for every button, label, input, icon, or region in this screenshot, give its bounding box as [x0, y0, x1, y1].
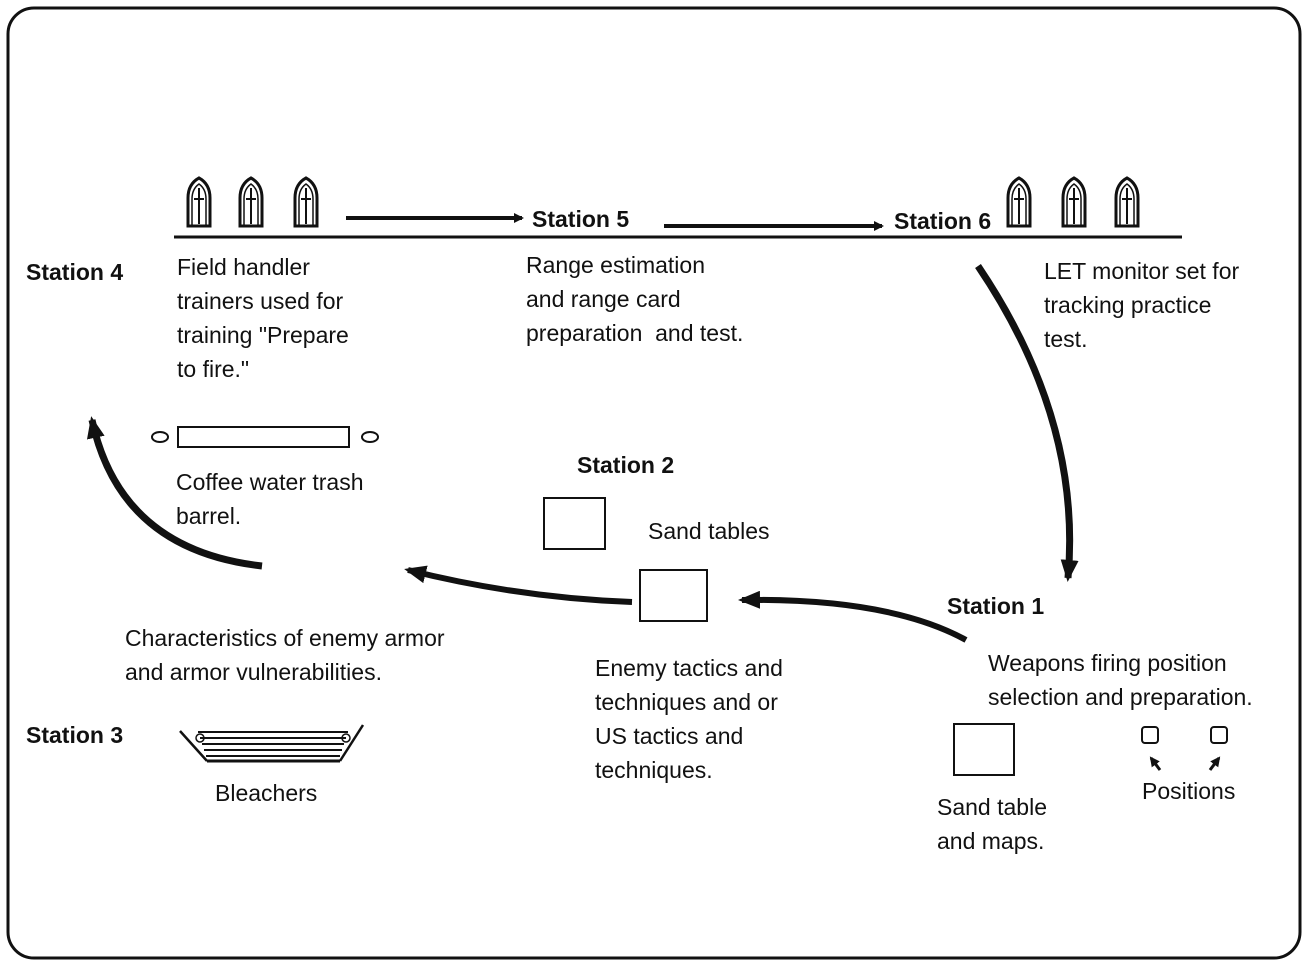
- target-icon: [186, 176, 212, 228]
- station-6-label: Station 6: [894, 208, 992, 234]
- station-2-label: Station 2: [577, 452, 675, 478]
- target-icon: [1006, 176, 1032, 228]
- bleachers-icon: [179, 724, 365, 763]
- arrow-station-1-to-station-2: [738, 590, 968, 643]
- station-4-label: Station 4: [26, 259, 124, 285]
- sand-tables-label: Sand tables: [648, 518, 770, 544]
- target-icon: [1061, 176, 1087, 228]
- coffee-barrel-table-icon: [151, 426, 379, 448]
- outer-frame: [6, 6, 1302, 960]
- target-icon: [293, 176, 319, 228]
- position-icon: [1210, 726, 1228, 744]
- target-icon: [238, 176, 264, 228]
- sand-table-icon: [543, 497, 606, 550]
- station-1-label: Station 1: [947, 593, 1045, 619]
- arrow-station-6-to-station-1: [975, 264, 1079, 582]
- station-3-label: Station 3: [26, 722, 124, 748]
- target-icon-left-group: [186, 176, 319, 228]
- bleachers-label: Bleachers: [215, 780, 318, 806]
- let-monitor-description: LET monitor set for tracking practice te…: [1044, 258, 1240, 352]
- sand-table-map-icon: [953, 723, 1015, 776]
- arrow-station-3-to-station-4: [87, 416, 263, 570]
- arrow-station-2-to-station-3: [404, 565, 633, 605]
- enemy-tactics-description: Enemy tactics and techniques and or US t…: [595, 655, 783, 783]
- field-handler-description: Field handler trainers used for training…: [177, 254, 349, 382]
- position-arrow-icon: [1208, 756, 1221, 771]
- target-icon: [1114, 176, 1140, 228]
- sand-table-icon: [639, 569, 708, 622]
- positions-label: Positions: [1142, 778, 1236, 804]
- enemy-armor-description: Characteristics of enemy armor and armor…: [125, 625, 445, 685]
- station-5-label: Station 5: [532, 206, 630, 232]
- position-icon: [1141, 726, 1159, 744]
- weapons-firing-description: Weapons firing position selection and pr…: [988, 650, 1253, 710]
- position-arrow-icon: [1149, 756, 1162, 771]
- range-estimation-description: Range estimation and range card preparat…: [526, 252, 744, 346]
- sand-table-maps-label: Sand table and maps.: [937, 794, 1047, 854]
- target-icon-right-group: [1006, 176, 1140, 228]
- coffee-barrel-description: Coffee water trash barrel.: [176, 469, 364, 529]
